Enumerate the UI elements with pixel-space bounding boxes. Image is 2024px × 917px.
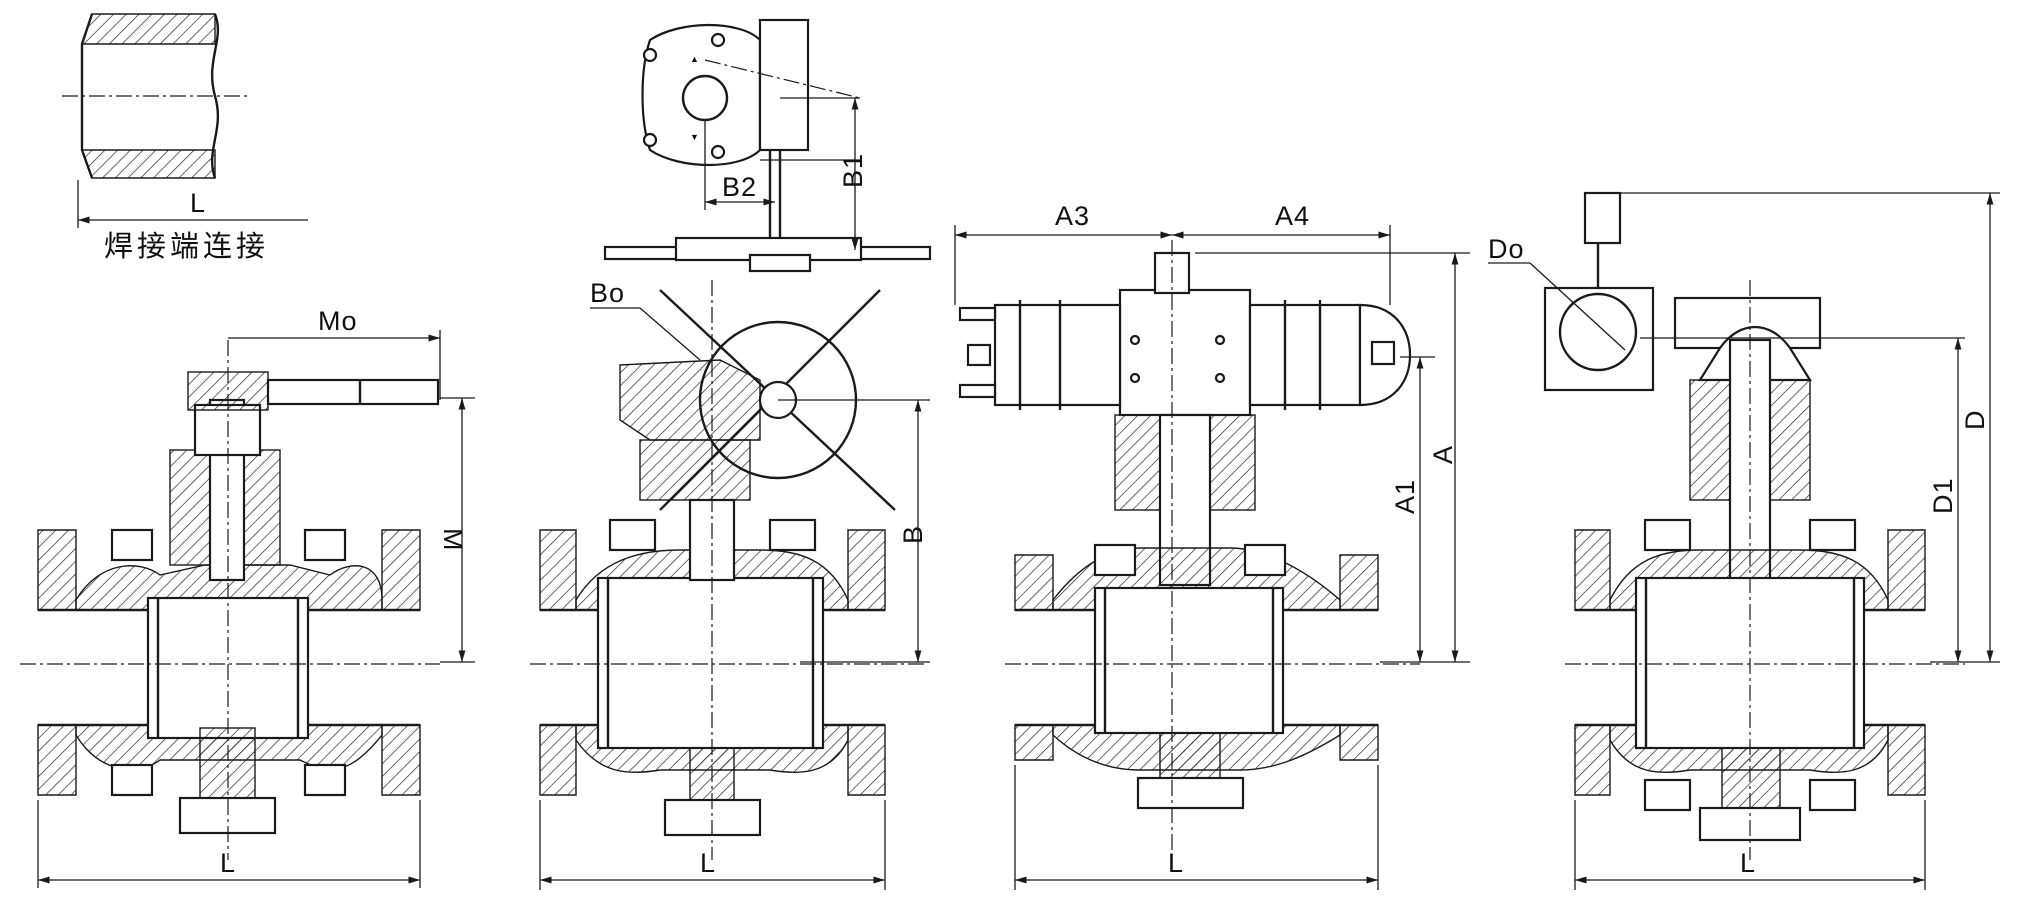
welded-end-detail: L 焊接端连接 <box>62 13 308 263</box>
lever-dim-L: L <box>220 848 236 878</box>
pneumatic-dim-A1: A1 <box>1390 479 1420 514</box>
view-lever-operated: Mo M L <box>20 306 475 888</box>
gear-dim-Bo: Bo <box>590 278 625 308</box>
pneumatic-dim-A: A <box>1428 445 1458 464</box>
welded-caption: 焊接端连接 <box>104 229 269 263</box>
gear-dim-B2: B2 <box>722 172 757 202</box>
electric-dim-L: L <box>1740 848 1756 878</box>
pneumatic-dim-A3: A3 <box>1055 201 1090 231</box>
svg-text:▲: ▲ <box>690 54 699 64</box>
gear-dim-B1: B1 <box>838 153 868 188</box>
svg-text:▼: ▼ <box>690 132 699 142</box>
view-electric-actuated: Do D1 D L <box>1488 191 2000 890</box>
gear-dim-L: L <box>700 848 716 878</box>
lever-dim-Mo: Mo <box>318 306 358 336</box>
view-gear-operated: ▲ ▼ B1 B2 Bo <box>530 18 932 890</box>
electric-dim-Do: Do <box>1488 234 1525 264</box>
electric-dim-D: D <box>1960 410 1990 431</box>
pneumatic-dim-A4: A4 <box>1275 201 1310 231</box>
welded-dim-L: L <box>190 188 206 218</box>
view-pneumatic-actuated: A3 A4 A1 A L <box>954 201 1470 890</box>
lever-dim-M: M <box>438 528 468 552</box>
gear-dim-B: B <box>898 525 928 544</box>
pneumatic-dim-L: L <box>1168 848 1184 878</box>
electric-dim-D1: D1 <box>1928 477 1958 514</box>
